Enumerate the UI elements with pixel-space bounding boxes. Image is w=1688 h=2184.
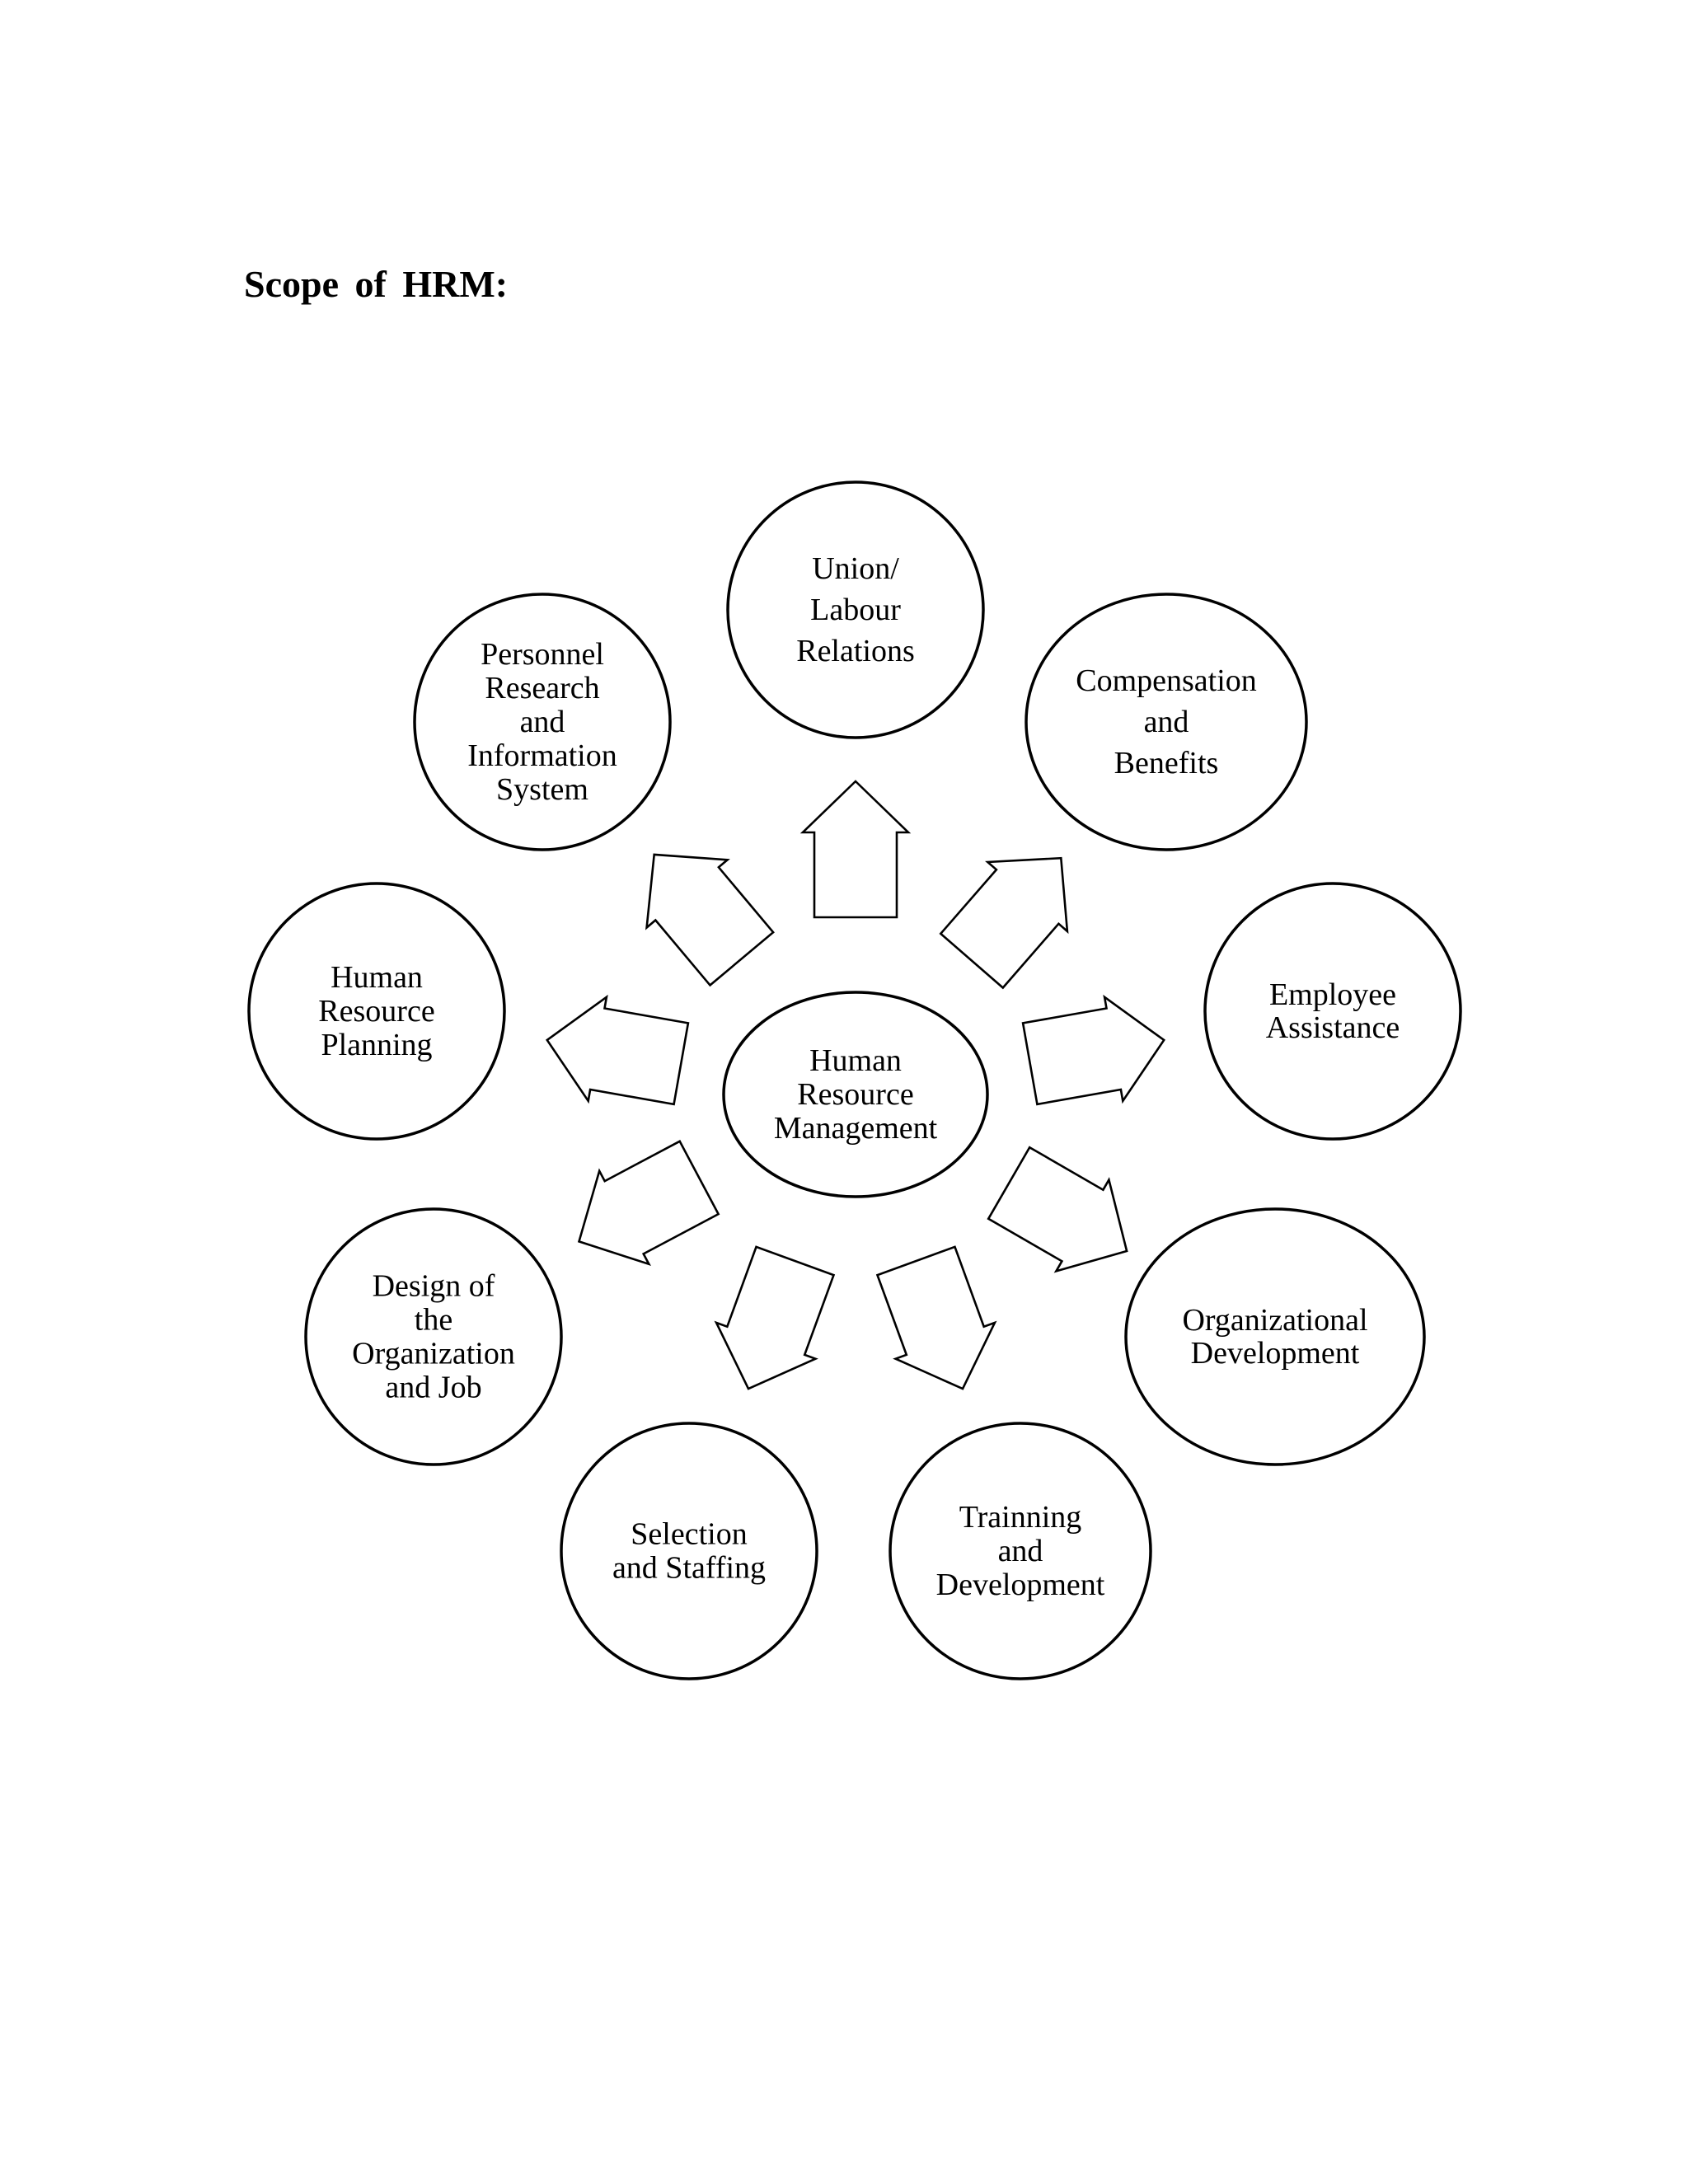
node-employee-assistance-label-line: Assistance (1266, 1010, 1400, 1045)
center-node-label-line: Management (774, 1111, 938, 1146)
node-trainning-and-development-label-line: Trainning (959, 1500, 1082, 1535)
node-employee-assistance-label-line: Employee (1269, 977, 1396, 1012)
center-node-label-line: Human (809, 1043, 902, 1078)
node-compensation-and-benefits-label-line: and (1144, 705, 1189, 739)
node-shape (889, 1422, 1152, 1680)
arrow-to-employee-assistance (1021, 994, 1165, 1106)
center-node-shape (722, 991, 989, 1198)
node-shape (560, 1422, 818, 1680)
node-selection-and-staffing-label-line: and Staffing (612, 1551, 766, 1586)
node-personnel-research-and-information-system-label-line: and (520, 705, 565, 739)
arrow-to-design-of-the-organization-and-job (577, 1140, 720, 1267)
node-personnel-research-and-information-system-label-line: Personnel (481, 637, 604, 672)
arrow-to-organizational-development (987, 1146, 1128, 1273)
node-human-resource-planning-label-line: Human (331, 960, 423, 995)
node-shape (247, 882, 506, 1141)
node-selection-and-staffing-label-line: Selection (631, 1517, 747, 1552)
node-design-of-the-organization-and-job-label-line: the (415, 1303, 452, 1338)
page-title: Scope of HRM: (244, 263, 509, 305)
node-organizational-development-label-line: Development (1191, 1336, 1360, 1371)
node-design-of-the-organization-and-job-label-line: and Job (385, 1371, 481, 1405)
node-design-of-the-organization-and-job-label-line: Design of (373, 1269, 495, 1304)
node-human-resource-planning-label-line: Planning (321, 1028, 432, 1062)
node-human-resource-planning-label-line: Resource (318, 994, 434, 1029)
node-personnel-research-and-information-system-label-line: Information (467, 738, 617, 773)
arrow-to-union-labour-relations (799, 780, 912, 919)
node-compensation-and-benefits-label-line: Benefits (1114, 746, 1219, 780)
node-organizational-development-label-line: Organizational (1182, 1303, 1367, 1338)
node-shape (304, 1207, 563, 1466)
node-union-labour-relations-label-line: Union/ (812, 551, 899, 586)
arrow-to-trainning-and-development (875, 1245, 997, 1390)
node-personnel-research-and-information-system-label-line: Research (485, 671, 599, 705)
node-compensation-and-benefits-label-line: Compensation (1076, 663, 1257, 698)
node-union-labour-relations-label-line: Relations (796, 634, 915, 668)
node-shape (1124, 1207, 1426, 1466)
node-trainning-and-development-label-line: and (998, 1534, 1043, 1568)
arrow-to-human-resource-planning (546, 994, 690, 1106)
node-shape (1025, 593, 1308, 851)
node-shape (726, 480, 985, 739)
node-shape (413, 593, 672, 851)
node-trainning-and-development-label-line: Development (936, 1568, 1105, 1602)
node-shape (1203, 882, 1462, 1141)
node-personnel-research-and-information-system-label-line: System (496, 772, 588, 807)
center-node-label-line: Resource (797, 1077, 913, 1112)
arrow-to-selection-and-staffing (714, 1245, 836, 1390)
arrow-to-compensation-and-benefits (939, 856, 1069, 990)
node-union-labour-relations-label-line: Labour (810, 593, 901, 627)
node-design-of-the-organization-and-job-label-line: Organization (352, 1337, 515, 1371)
arrow-to-personnel-research-and-information-system (645, 853, 775, 987)
